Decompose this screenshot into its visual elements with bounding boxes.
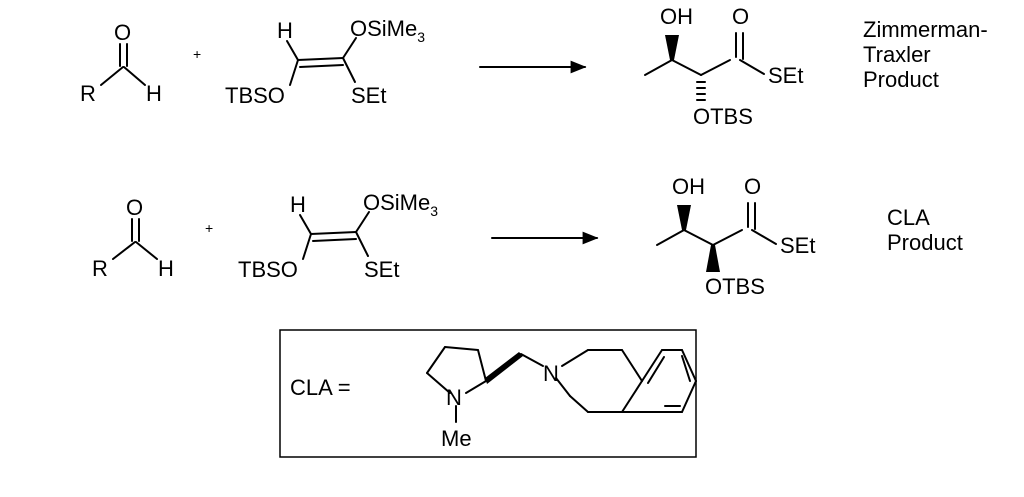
row2-enol-set: SEt — [364, 257, 399, 282]
row2-enol-tbso: TBSO — [238, 257, 298, 282]
row2-enol-osime3: OSiMe3 — [363, 190, 438, 219]
cla-pyrrolidine-n: N — [446, 385, 462, 410]
row1-oh-wedge — [665, 35, 679, 60]
row1-aldehyde-r: R — [80, 81, 96, 106]
row1-plus-sign: + — [193, 46, 201, 62]
cla-n-methyl: Me — [441, 426, 472, 451]
cla-isoquinoline-n: N — [543, 361, 559, 386]
row1-enol-h: H — [277, 18, 293, 43]
row2-plus-sign: + — [205, 220, 213, 236]
row1-product-label-line1: Zimmerman- — [863, 17, 988, 42]
row1-product-otbs: OTBS — [693, 104, 753, 129]
row1-product: OH O SEt OTBS — [644, 4, 803, 129]
row2-otbs-wedge — [706, 245, 720, 272]
row1-product-carbonyl-o: O — [732, 4, 749, 29]
row2-product-oh: OH — [672, 174, 705, 199]
row1-product-label-line3: Product — [863, 67, 939, 92]
row2-product-label-line2: Product — [887, 230, 963, 255]
row2-aldehyde-oxygen: O — [126, 195, 143, 220]
row2-product-set: SEt — [780, 233, 815, 258]
row1-product-set: SEt — [768, 63, 803, 88]
cla-stereo-wedge — [485, 352, 523, 384]
row2-product: OH O SEt OTBS — [656, 174, 815, 299]
row1-enol-tbso: TBSO — [225, 83, 285, 108]
row2-aldehyde-h: H — [158, 256, 174, 281]
row2-oh-wedge — [677, 205, 691, 230]
row2-aldehyde-r: R — [92, 256, 108, 281]
row1-aldehyde: O R H — [80, 20, 162, 106]
row2-silyl-enol-ether: H OSiMe3 TBSO SEt — [238, 190, 438, 282]
row2-product-carbonyl-o: O — [744, 174, 761, 199]
row1-aldehyde-h: H — [146, 81, 162, 106]
row2-product-label-line1: CLA — [887, 205, 930, 230]
row1-enol-osime3: OSiMe3 — [350, 16, 425, 45]
row1-product-label-line2: Traxler — [863, 42, 931, 67]
cla-definition-label: CLA = — [290, 375, 351, 400]
row1-product-oh: OH — [660, 4, 693, 29]
row1-enol-set: SEt — [351, 83, 386, 108]
row1-aldehyde-oxygen: O — [114, 20, 131, 45]
row2-enol-h: H — [290, 192, 306, 217]
cla-box — [279, 329, 697, 458]
row2-product-otbs: OTBS — [705, 274, 765, 299]
row2-aldehyde: O R H — [92, 195, 174, 281]
cla-structure: N Me N — [426, 346, 697, 451]
row1-silyl-enol-ether: H OSiMe3 TBSO SEt — [225, 16, 425, 108]
